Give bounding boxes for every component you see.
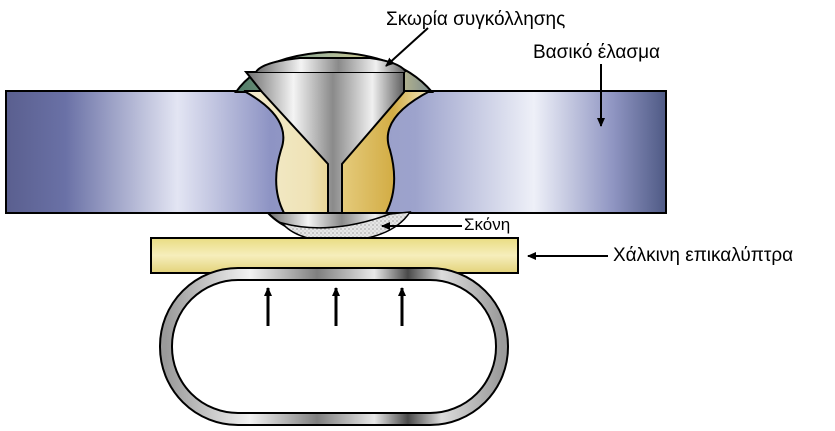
base-plate-label: Βασικό έλασμα <box>533 42 661 63</box>
copper-backing-label: Χάλκινη επικαλύπτρα <box>613 245 794 266</box>
slag-leader <box>385 27 429 67</box>
leader-lines <box>381 27 608 260</box>
pressure-arrows <box>264 287 406 326</box>
slag-label: Σκωρία συγκόλλησης <box>386 9 566 30</box>
flux-label: Σκόνη <box>464 215 511 234</box>
